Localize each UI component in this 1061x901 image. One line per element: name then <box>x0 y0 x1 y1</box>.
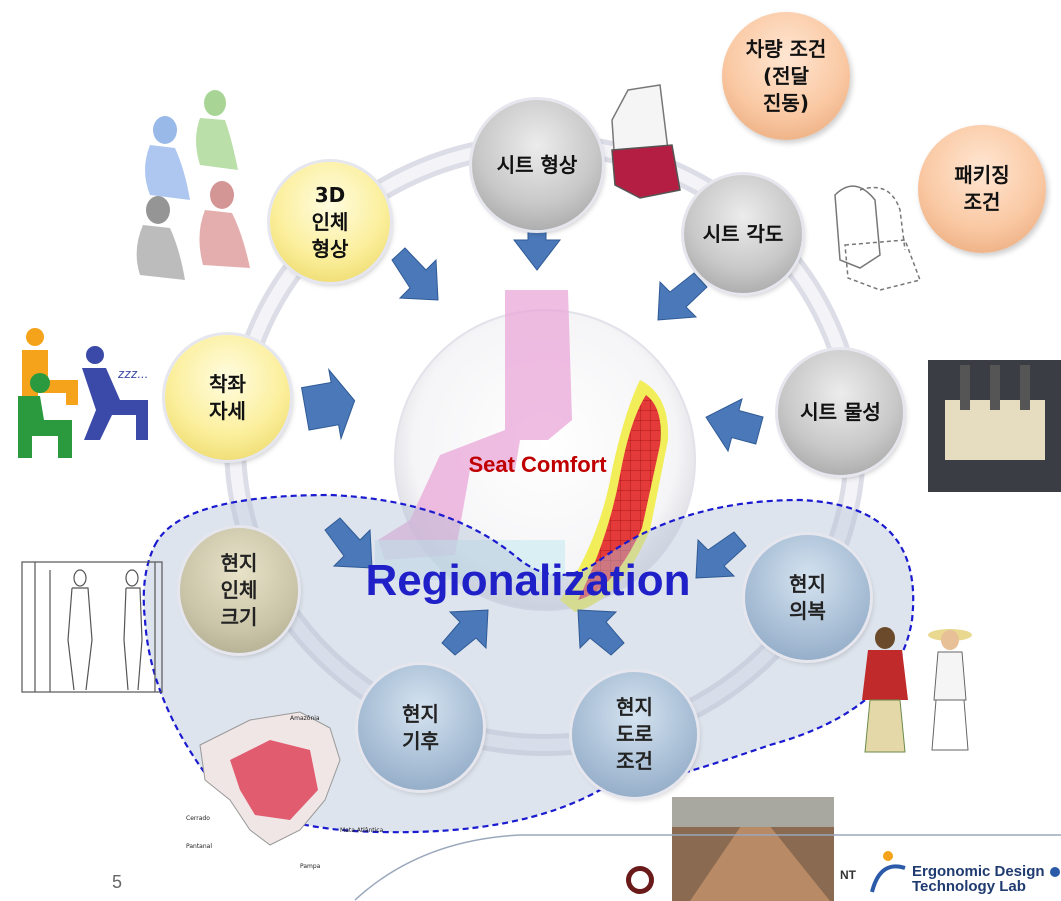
node-seat-shape: 시트 형상 <box>472 100 602 230</box>
brazil-map: Cerrado Pantanal Amazônia Mata Atlântica… <box>186 711 384 870</box>
node-local-body-size-label: 현지 인체 크기 <box>220 551 258 629</box>
arrow-from-posture <box>300 367 356 441</box>
svg-text:zzz...: zzz... <box>117 366 148 381</box>
lab-name-line1: Ergonomic Design <box>912 863 1045 880</box>
svg-text:Amazônia: Amazônia <box>290 715 320 722</box>
node-3d-body-shape-label: 3D 인체 형상 <box>311 182 349 261</box>
node-local-body-size: 현지 인체 크기 <box>180 528 298 653</box>
road-photo <box>672 797 834 901</box>
posture-pictograms: zzz... <box>18 328 148 458</box>
node-local-clothing-label: 현지 의복 <box>789 571 826 623</box>
seat-comfort-label: Seat Comfort <box>468 452 607 477</box>
node-vehicle-condition: 차량 조건 (전달 진동) <box>722 12 850 140</box>
arrow-from-climate <box>441 609 489 656</box>
node-local-road-label: 현지 도로 조건 <box>616 695 653 773</box>
arrow-from-3d-body <box>391 247 439 301</box>
lab-logo <box>870 851 1060 893</box>
node-seat-angle: 시트 각도 <box>684 175 802 293</box>
regionalization-label: Regionalization <box>365 556 691 605</box>
footer-text-fragment: NT <box>840 868 856 882</box>
anthropometry-drawing <box>21 561 163 693</box>
lab-name-line2: Technology Lab <box>912 878 1026 895</box>
footer-swoosh <box>354 834 1061 901</box>
node-packaging-condition: 패키징 조건 <box>918 125 1046 253</box>
arrow-from-road <box>577 609 625 656</box>
node-seat-shape-label: 시트 형상 <box>496 152 578 177</box>
node-local-clothing: 현지 의복 <box>745 535 870 660</box>
seat-mesh <box>560 380 669 612</box>
svg-text:Pampa: Pampa <box>300 863 321 870</box>
arrow-from-local-body <box>324 517 373 569</box>
node-sitting-posture: 착좌 자세 <box>165 335 290 460</box>
human-figures-illustration <box>136 90 250 280</box>
node-3d-body-shape: 3D 인체 형상 <box>270 162 390 282</box>
node-seat-material-label: 시트 물성 <box>800 400 881 424</box>
seat-illustration-red <box>611 84 681 199</box>
node-local-road: 현지 도로 조건 <box>572 672 697 797</box>
seat-material-photo <box>928 360 1061 492</box>
page-number: 5 <box>112 872 123 892</box>
seat-silhouette <box>375 290 572 580</box>
node-seat-material: 시트 물성 <box>778 350 903 475</box>
svg-text:Cerrado: Cerrado <box>186 815 210 822</box>
node-sitting-posture-label: 착좌 자세 <box>209 371 246 423</box>
arrow-from-material <box>705 397 764 453</box>
university-seal <box>626 866 654 894</box>
arrow-from-clothing <box>695 531 747 579</box>
svg-text:Pantanal: Pantanal <box>186 843 212 850</box>
node-local-climate: 현지 기후 <box>358 665 483 790</box>
node-local-climate-label: 현지 기후 <box>402 701 439 753</box>
arrows <box>300 209 764 656</box>
lab-name: Ergonomic Design Technology Lab <box>912 864 1045 894</box>
node-vehicle-condition-label: 차량 조건 (전달 진동) <box>745 36 827 115</box>
node-seat-angle-label: 시트 각도 <box>702 221 784 246</box>
node-packaging-condition-label: 패키징 조건 <box>954 163 1010 214</box>
arrow-from-seat-angle <box>657 272 708 321</box>
clothing-illustration <box>862 627 972 753</box>
svg-text:Mata Atlântica: Mata Atlântica <box>340 827 384 834</box>
seat-wireframe-illustration <box>834 185 921 291</box>
